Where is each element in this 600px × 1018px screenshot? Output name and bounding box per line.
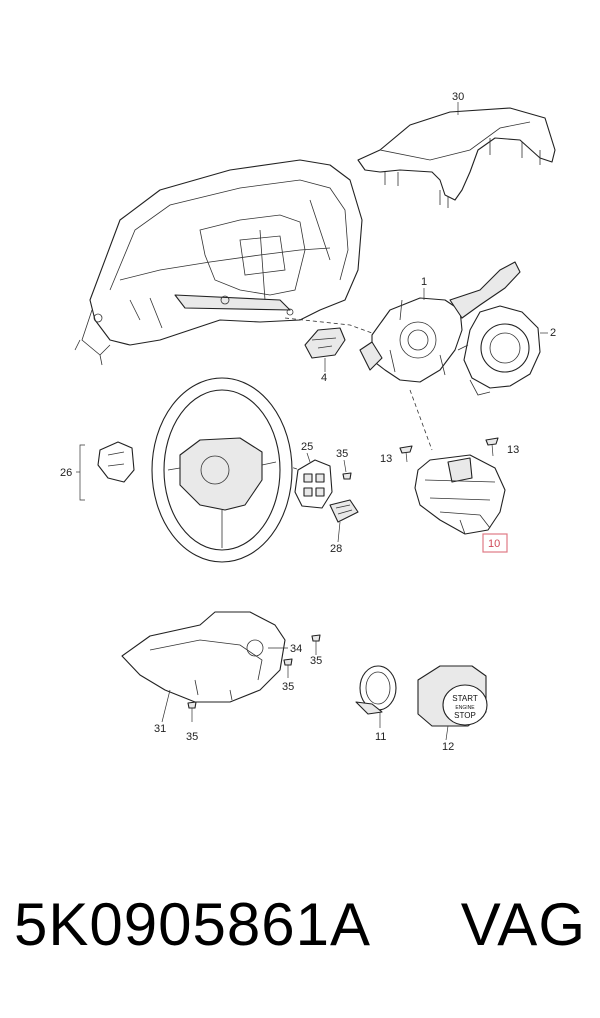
part-13-screw-left <box>399 445 413 463</box>
callout-25: 25 <box>301 441 313 453</box>
callout-34: 34 <box>290 643 302 655</box>
callout-35-d: 35 <box>186 731 198 743</box>
part-10-column-control-module <box>414 454 506 535</box>
button-label-stop: STOP <box>454 711 476 720</box>
part-12-start-stop-button: START ENGINE STOP <box>417 665 488 727</box>
part-13-screw-right <box>485 437 499 457</box>
callout-28: 28 <box>330 543 342 555</box>
callout-26: 26 <box>60 467 72 479</box>
callout-12: 12 <box>442 741 454 753</box>
steering-wheel <box>151 377 293 563</box>
part-2-clock-spring <box>457 305 541 396</box>
part-28-button-module <box>329 499 359 523</box>
part-30-column-cover-upper <box>357 107 556 208</box>
part-35-screw-c <box>283 658 293 666</box>
callout-35-b: 35 <box>310 655 322 667</box>
part-35-screw-d <box>187 701 197 709</box>
callout-35-a: 35 <box>336 448 348 460</box>
callout-13-left: 13 <box>380 453 392 465</box>
part-1-combination-switch <box>359 261 521 383</box>
button-label-engine: ENGINE <box>455 705 475 711</box>
part-number-label: 5K0905861A <box>14 891 371 958</box>
part-4-connector <box>304 327 346 359</box>
callout-30: 30 <box>452 91 464 103</box>
part-31-column-cover-lower <box>121 611 286 703</box>
footer: 5K0905861A VAG <box>0 890 600 980</box>
callout-11: 11 <box>375 731 386 743</box>
part-35-screw-a <box>342 472 352 480</box>
callout-4: 4 <box>321 372 327 384</box>
callout-10: 10 <box>488 538 500 550</box>
part-35-screw-b <box>311 634 321 642</box>
highlight-box-10 <box>482 533 508 553</box>
part-11-ring <box>355 665 397 715</box>
part-25-multifunction-buttons <box>294 459 333 509</box>
dashboard-assembly <box>74 159 363 366</box>
brand-label: VAG <box>460 891 586 958</box>
button-label-start: START <box>452 694 478 703</box>
callout-31: 31 <box>154 723 166 735</box>
callout-35-c: 35 <box>282 681 294 693</box>
callout-2: 2 <box>550 327 556 339</box>
callout-1: 1 <box>421 276 427 288</box>
part-26-switch <box>79 441 135 501</box>
callout-13-right: 13 <box>507 444 519 456</box>
